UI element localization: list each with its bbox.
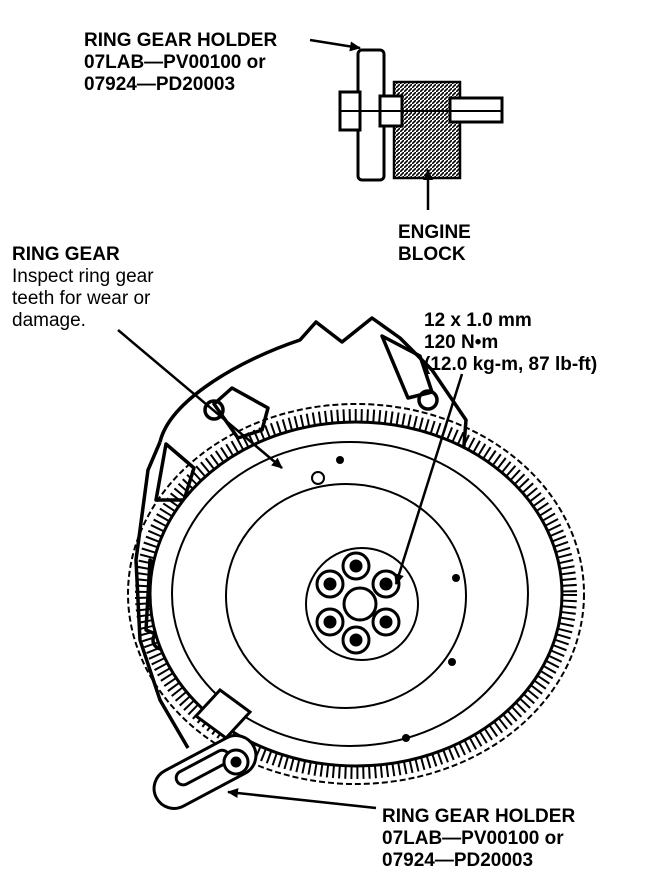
- ring-gear-label: RING GEAR Inspect ring gear teeth for we…: [12, 244, 154, 332]
- leader-arrows: [117, 38, 464, 810]
- engine-block-line2: BLOCK: [398, 244, 466, 265]
- engine-block-section: [392, 80, 462, 180]
- bottom-holder-title: RING GEAR HOLDER: [382, 806, 576, 827]
- holder-inset: [338, 48, 504, 182]
- flywheel-bolts: [305, 547, 419, 661]
- torque-spec-size: 12 x 1.0 mm: [424, 310, 532, 331]
- engine-block-label: ENGINE BLOCK: [398, 222, 471, 266]
- top-holder-title: RING GEAR HOLDER: [84, 30, 278, 51]
- top-holder-label: RING GEAR HOLDER 07LAB—PV00100 or 07924—…: [84, 30, 277, 96]
- ring-gear-note-line3: damage.: [12, 310, 86, 331]
- bottom-holder-part2: 07924—PD20003: [382, 850, 534, 871]
- top-holder-part2: 07924—PD20003: [84, 74, 236, 95]
- ring-gear-note-line2: teeth for wear or: [12, 288, 151, 309]
- engine-block-line1: ENGINE: [398, 222, 471, 243]
- holder-tool: [152, 687, 258, 810]
- torque-spec-alt: (12.0 kg-m, 87 lb-ft): [424, 354, 598, 375]
- torque-spec-label: 12 x 1.0 mm 120 N•m (12.0 kg-m, 87 lb-ft…: [424, 310, 597, 376]
- ring-gear-note-line1: Inspect ring gear: [12, 266, 154, 287]
- torque-spec-value: 120 N•m: [424, 332, 499, 353]
- ring-gear-title: RING GEAR: [12, 244, 120, 265]
- bottom-holder-label: RING GEAR HOLDER 07LAB—PV00100 or 07924—…: [382, 806, 575, 872]
- top-holder-part1: 07LAB—PV00100 or: [84, 52, 266, 73]
- bottom-holder-part1: 07LAB—PV00100 or: [382, 828, 564, 849]
